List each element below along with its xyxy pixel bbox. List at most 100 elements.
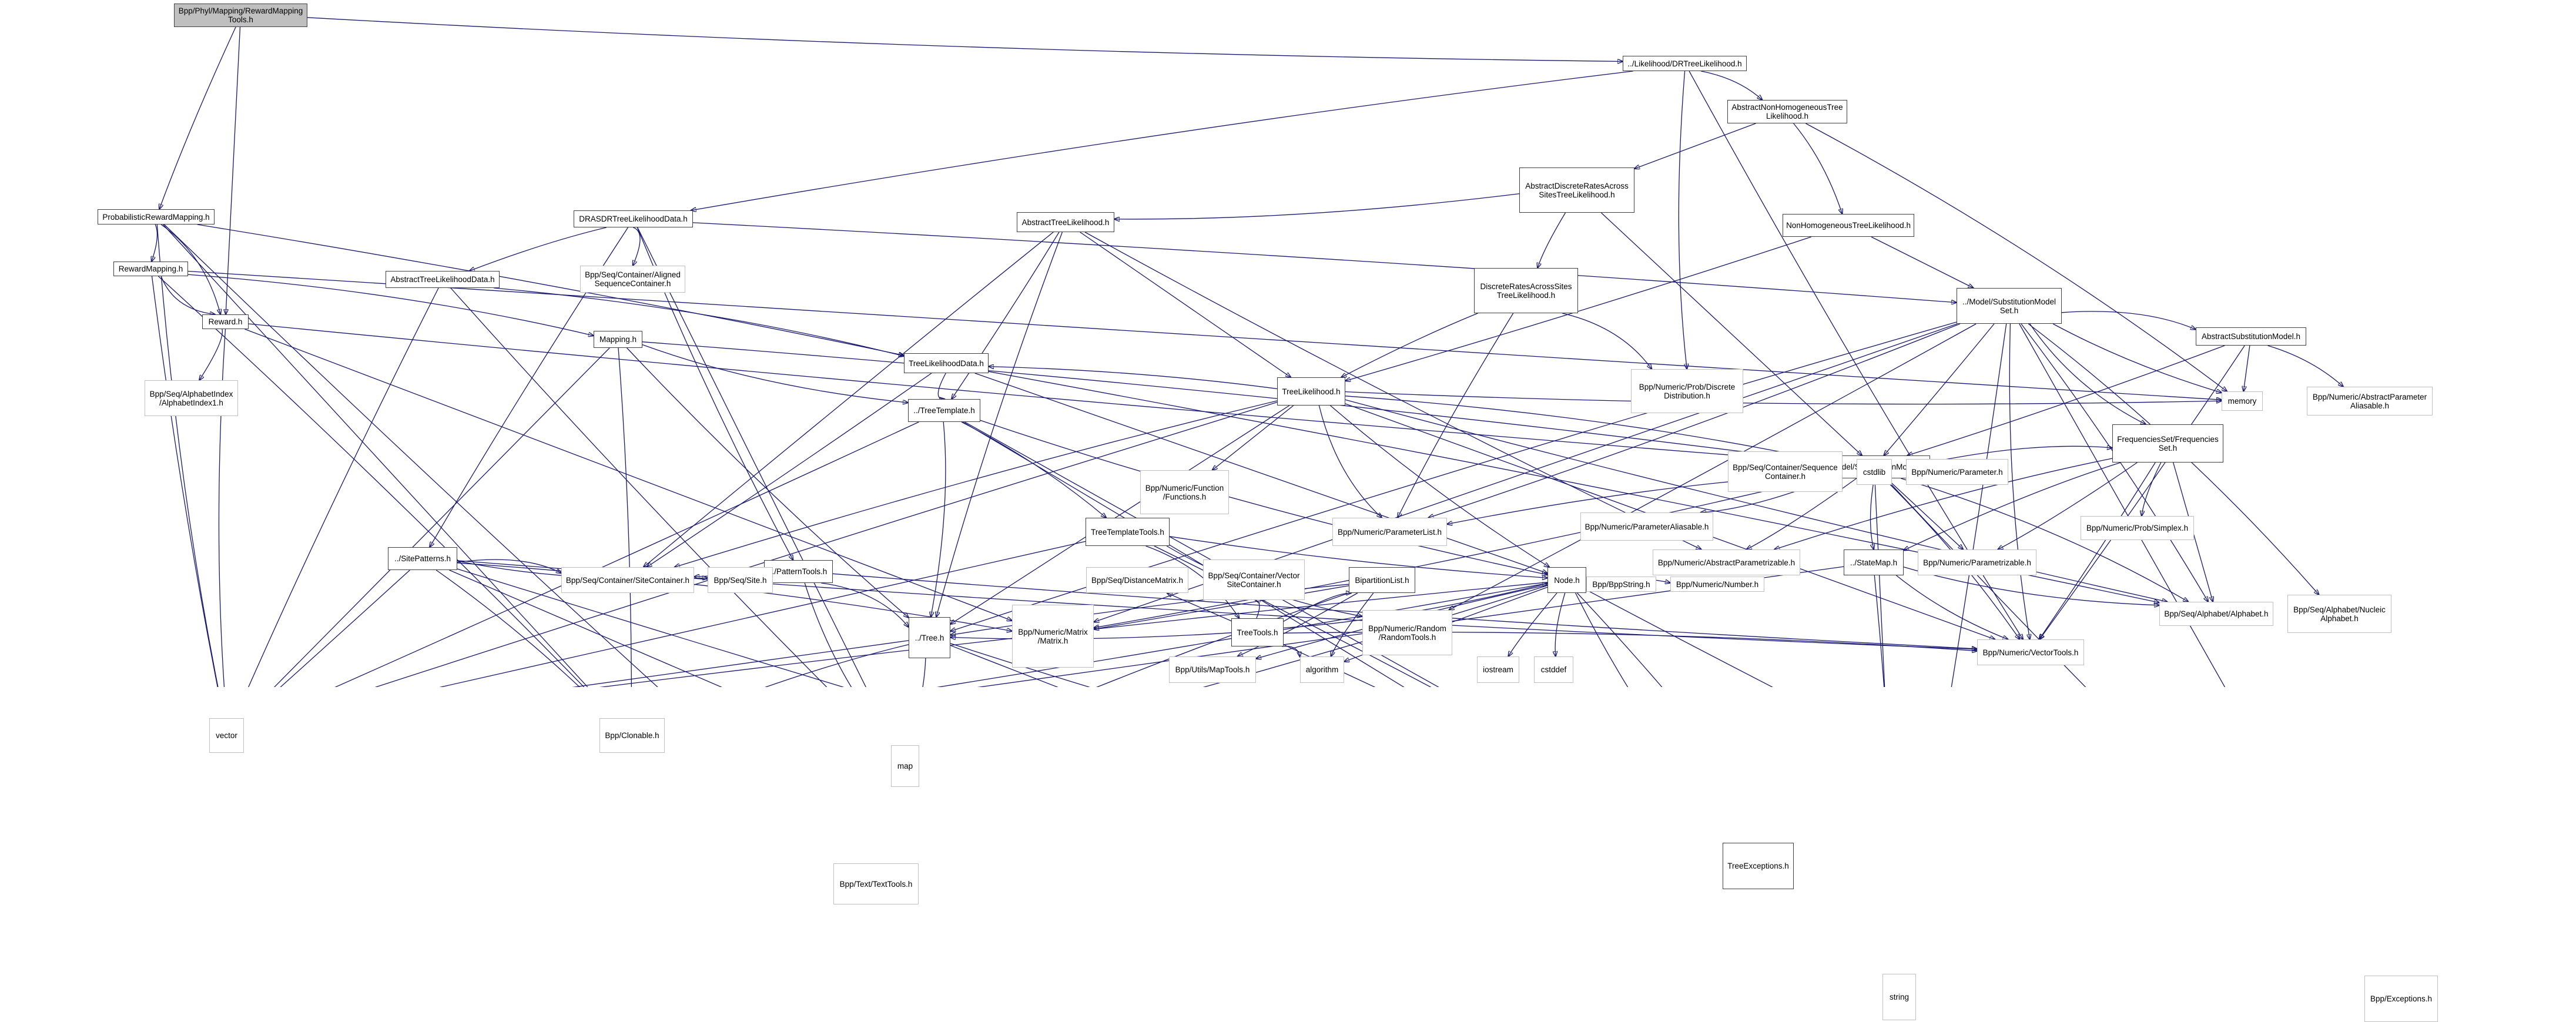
graph-node-atld[interactable]: AbstractTreeLikelihoodData.h: [386, 271, 500, 288]
graph-node-tld[interactable]: TreeLikelihoodData.h: [904, 353, 989, 373]
node-label: ../TreeTemplate.h: [913, 406, 975, 415]
node-label: string: [1889, 993, 1909, 1001]
edge-asm-to-sm: [1907, 345, 2225, 455]
graph-node-pal[interactable]: Bpp/Numeric/ParameterAliasable.h: [1580, 512, 1713, 541]
node-label: NonHomogeneousTreeLikelihood.h: [1786, 221, 1911, 230]
graph-node-string[interactable]: string: [1882, 974, 1916, 1020]
graph-node-node[interactable]: Node.h: [1547, 567, 1586, 593]
edge-mapping-to-clonable: [618, 347, 632, 687]
graph-node-treeexc[interactable]: TreeExceptions.h: [1723, 843, 1794, 889]
edge-tld-to-sitec: [646, 373, 932, 567]
graph-node-bppstring[interactable]: Bpp/BppString.h: [1586, 577, 1656, 592]
edge-sp-to-sitec: [457, 559, 561, 573]
graph-node-sp[interactable]: ../SitePatterns.h: [388, 547, 457, 570]
graph-node-exceptions[interactable]: Bpp/Exceptions.h: [2364, 976, 2438, 1022]
graph-node-nalpha[interactable]: Bpp/Seq/Alphabet/Nucleic Alphabet.h: [2287, 595, 2391, 633]
node-label: cstdlib: [1863, 467, 1886, 477]
graph-node-sitec[interactable]: Bpp/Seq/Container/SiteContainer.h: [561, 567, 694, 593]
graph-node-drtl[interactable]: ../Likelihood/DRTreeLikelihood.h: [1623, 56, 1747, 71]
graph-node-drastl[interactable]: DiscreteRatesAcrossSites TreeLikelihood.…: [1474, 268, 1578, 313]
graph-node-memory[interactable]: memory: [2222, 391, 2263, 411]
graph-node-reward[interactable]: Reward.h: [202, 314, 249, 329]
graph-node-asc[interactable]: Bpp/Seq/Container/Aligned SequenceContai…: [580, 266, 685, 293]
node-label: Reward.h: [208, 317, 243, 326]
edge-tt-to-string: [962, 421, 1405, 687]
graph-node-plist[interactable]: Bpp/Numeric/ParameterList.h: [1332, 518, 1447, 546]
graph-node-funcs[interactable]: Bpp/Numeric/Function /Functions.h: [1140, 470, 1229, 514]
edge-drasdr-to-sms: [692, 222, 1957, 303]
node-label: Bpp/Seq/Container/Aligned SequenceContai…: [585, 270, 681, 288]
graph-node-number[interactable]: Bpp/Numeric/Number.h: [1670, 577, 1764, 592]
edge-ttt-to-node: [1169, 536, 1547, 578]
graph-node-seqc[interactable]: Bpp/Seq/Container/Sequence Container.h: [1728, 451, 1843, 492]
edge-node-to-string: [1577, 592, 1663, 687]
graph-node-vtools[interactable]: Bpp/Numeric/VectorTools.h: [1977, 639, 2084, 665]
edge-sp-to-vector: [280, 569, 410, 687]
edge-sm-to-parz: [1886, 478, 1963, 549]
graph-node-simplex[interactable]: Bpp/Numeric/Prob/Simplex.h: [2081, 516, 2194, 540]
graph-node-vector[interactable]: vector: [209, 718, 244, 753]
node-label: Node.h: [1554, 575, 1580, 585]
graph-node-tree[interactable]: ../Tree.h: [909, 617, 950, 658]
graph-node-anhtl[interactable]: AbstractNonHomogeneousTree Likelihood.h: [1727, 100, 1847, 123]
graph-node-ttt[interactable]: TreeTemplateTools.h: [1086, 518, 1170, 546]
graph-node-texttools[interactable]: Bpp/Text/TextTools.h: [833, 863, 919, 904]
graph-node-sms[interactable]: ../Model/SubstitutionModel Set.h: [1957, 288, 2062, 324]
graph-node-parz[interactable]: Bpp/Numeric/Parametrizable.h: [1918, 549, 2036, 575]
edge-sms-to-sm: [1884, 323, 1995, 455]
graph-node-adrastl[interactable]: AbstractDiscreteRatesAcross SitesTreeLik…: [1519, 167, 1634, 213]
graph-node-asm[interactable]: AbstractSubstitutionModel.h: [2196, 327, 2306, 346]
node-label: ../Tree.h: [915, 633, 944, 642]
graph-node-prm[interactable]: ProbabilisticRewardMapping.h: [98, 209, 215, 224]
graph-node-apa[interactable]: Bpp/Numeric/AbstractParameter Aliasable.…: [2307, 387, 2433, 415]
edge-tree-to-treeexc: [950, 643, 1091, 687]
edge-treetools-to-bpl: [1283, 593, 1351, 622]
node-label: AbstractNonHomogeneousTree Likelihood.h: [1731, 103, 1843, 120]
edge-bpl-to-maptools: [1238, 592, 1358, 656]
edge-rm-to-reward: [160, 276, 215, 314]
edge-adrastl-to-drastl: [1537, 212, 1566, 268]
graph-node-pt[interactable]: ../PatternTools.h: [764, 560, 833, 583]
graph-node-cstddef[interactable]: cstddef: [1534, 656, 1573, 683]
graph-node-fs[interactable]: FrequenciesSet/Frequencies Set.h: [2112, 424, 2223, 463]
graph-node-param[interactable]: Bpp/Numeric/Parameter.h: [1906, 459, 2008, 485]
edge-prm-to-rm: [152, 224, 158, 262]
edge-tree-to-map: [922, 658, 926, 687]
graph-node-map[interactable]: map: [891, 745, 919, 787]
node-label: Bpp/Numeric/Prob/Simplex.h: [2086, 524, 2189, 532]
graph-node-matrix[interactable]: Bpp/Numeric/Matrix /Matrix.h: [1012, 605, 1094, 668]
graph-node-dist[interactable]: Bpp/Numeric/Prob/Discrete Distribution.h: [1631, 369, 1743, 413]
edge-atl-to-tt: [952, 232, 1060, 399]
node-label: Bpp/Numeric/AbstractParametrizable.h: [1657, 558, 1796, 567]
edge-statemap-to-vtools: [1895, 575, 2008, 639]
graph-node-statemap[interactable]: ../StateMap.h: [1844, 549, 1904, 575]
graph-node-atl[interactable]: AbstractTreeLikelihood.h: [1017, 212, 1114, 232]
graph-node-drasdr[interactable]: DRASDRTreeLikelihoodData.h: [574, 210, 693, 227]
graph-node-treetools[interactable]: TreeTools.h: [1231, 618, 1284, 646]
graph-node-iostream[interactable]: iostream: [1477, 656, 1519, 683]
graph-node-maptools[interactable]: Bpp/Utils/MapTools.h: [1169, 656, 1256, 683]
node-label: TreeLikelihoodData.h: [909, 358, 984, 368]
graph-node-cstdlib[interactable]: cstdlib: [1857, 459, 1892, 485]
node-label: FrequenciesSet/Frequencies Set.h: [2117, 434, 2219, 453]
node-label: Bpp/Numeric/ParameterList.h: [1337, 527, 1442, 537]
graph-node-nhtl[interactable]: NonHomogeneousTreeLikelihood.h: [1783, 214, 1914, 237]
graph-node-vsc[interactable]: Bpp/Seq/Container/Vector SiteContainer.h: [1203, 559, 1305, 600]
graph-node-clonable[interactable]: Bpp/Clonable.h: [599, 718, 665, 753]
edge-mapping-to-tree: [627, 347, 909, 618]
graph-node-bpl[interactable]: BipartitionList.h: [1349, 567, 1415, 593]
graph-node-site[interactable]: Bpp/Seq/Site.h: [708, 567, 773, 593]
graph-node-tl[interactable]: TreeLikelihood.h: [1277, 377, 1345, 406]
graph-node-alpha[interactable]: Bpp/Seq/Alphabet/Alphabet.h: [2159, 602, 2273, 626]
node-label: Bpp/Utils/MapTools.h: [1175, 665, 1250, 674]
graph-node-dm[interactable]: Bpp/Seq/DistanceMatrix.h: [1086, 567, 1188, 593]
graph-node-rand[interactable]: Bpp/Numeric/Random /RandomTools.h: [1362, 610, 1452, 655]
graph-node-rm[interactable]: RewardMapping.h: [113, 262, 188, 276]
graph-node-tt[interactable]: ../TreeTemplate.h: [908, 399, 980, 422]
graph-node-root: Bpp/Phyl/Mapping/RewardMapping Tools.h: [174, 4, 307, 27]
graph-node-mapping[interactable]: Mapping.h: [594, 331, 642, 348]
edge-sm-to-string: [1874, 478, 1885, 687]
graph-node-algorithm[interactable]: algorithm: [1300, 656, 1344, 683]
graph-node-aidx[interactable]: Bpp/Seq/AlphabetIndex /AlphabetIndex1.h: [145, 380, 238, 416]
graph-node-aparz[interactable]: Bpp/Numeric/AbstractParametrizable.h: [1653, 549, 1800, 575]
